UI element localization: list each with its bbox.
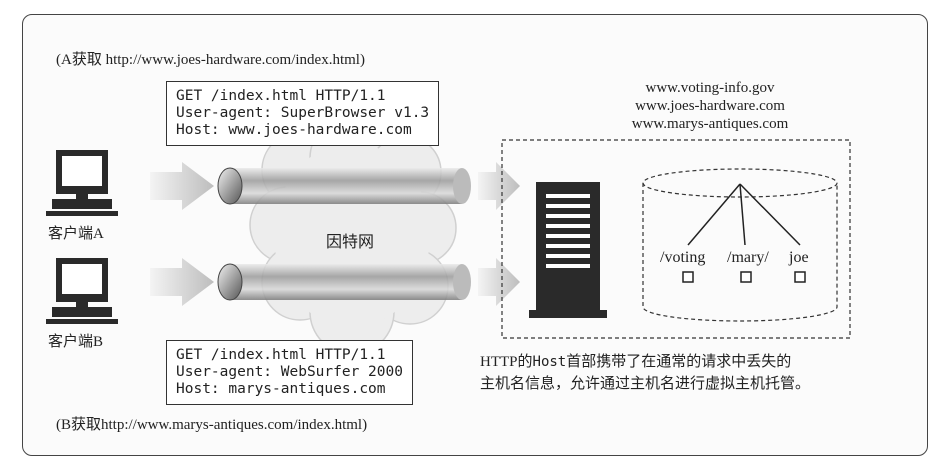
note-part2: 首部携带了在通常的请求中丢失的 [566, 354, 792, 370]
host-header-note: HTTP的Host首部携带了在通常的请求中丢失的 主机名信息，允许通过主机名进行… [480, 351, 810, 395]
computer-icon-client-b [46, 258, 118, 324]
note-part1: HTTP的 [480, 354, 533, 370]
arrow-b-out [478, 258, 520, 306]
directory-box-joe [794, 271, 806, 283]
hosted-sites-list: www.voting-info.gov www.joes-hardware.co… [590, 79, 830, 133]
request-a-line3: Host: www.joes-hardware.com [176, 122, 412, 138]
caption-client-b: (B获取http://www.marys-antiques.com/index.… [56, 417, 368, 433]
directory-tree [687, 183, 801, 246]
storage-cylinder [642, 168, 838, 322]
hosted-site: www.joes-hardware.com [635, 98, 785, 114]
request-a-line1: GET /index.html HTTP/1.1 [176, 88, 386, 104]
note-line2: 主机名信息，允许通过主机名进行虚拟主机托管。 [480, 376, 811, 392]
request-b-line2: User-agent: WebSurfer 2000 [176, 364, 403, 380]
directory-label-voting: /voting [660, 249, 706, 266]
internet-label: 因特网 [326, 234, 375, 251]
pipe-a [217, 167, 471, 205]
directory-label-mary: /mary/ [727, 249, 769, 266]
client-a-label: 客户端A [48, 226, 104, 242]
request-b-line3: Host: marys-antiques.com [176, 381, 386, 397]
arrow-a-out [478, 162, 520, 210]
pipe-b [217, 263, 471, 301]
caption-client-a: (A获取 http://www.joes-hardware.com/index.… [56, 52, 365, 68]
server-icon [529, 182, 607, 318]
request-b-line1: GET /index.html HTTP/1.1 [176, 347, 386, 363]
note-host-code: Host [532, 354, 567, 370]
directory-label-joe: joe [789, 249, 809, 266]
directory-box-mary [740, 271, 752, 283]
directory-box-voting [682, 271, 694, 283]
hosted-site: www.marys-antiques.com [631, 116, 789, 132]
note-line1: HTTP的Host首部携带了在通常的请求中丢失的 [480, 351, 810, 373]
arrow-b-in [150, 258, 214, 306]
client-b-label: 客户端B [48, 334, 104, 350]
arrow-a-in [150, 162, 214, 210]
computer-icon-client-a [46, 150, 118, 216]
request-a-line2: User-agent: SuperBrowser v1.3 [176, 105, 430, 121]
hosted-site: www.voting-info.gov [645, 80, 775, 96]
